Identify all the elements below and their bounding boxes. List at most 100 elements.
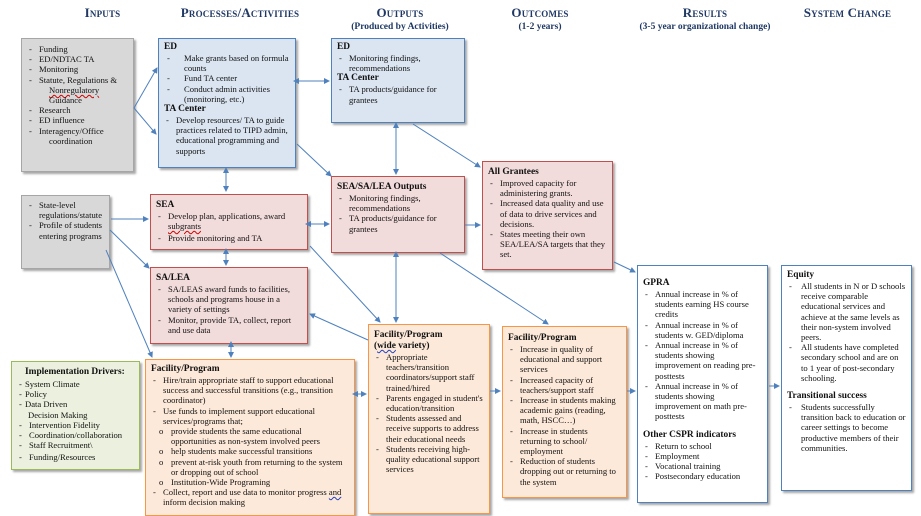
outcome-facility-box: Facility/Program Increase in quality of …	[502, 326, 627, 498]
box-title: Facility/Program	[151, 364, 220, 374]
result-item: Return to school	[643, 441, 762, 451]
process-item: SA/LEAS award funds to facilities, schoo…	[156, 284, 302, 315]
header-processes: Processes/Activities	[155, 5, 325, 21]
result-item: Annual increase in % of students earning…	[643, 289, 762, 320]
item-text: subgrants	[168, 221, 201, 232]
input-item-text: Nonregulatory	[49, 84, 100, 95]
header-title: Processes/Activities	[180, 5, 300, 20]
header-subtitle: (Produced by Activities)	[351, 22, 449, 32]
outcome-item: Increased data quality and use of data t…	[488, 198, 607, 229]
inputs-state-box: State-level regulations/statute Profile …	[21, 195, 110, 269]
input-item: ED influence	[27, 115, 128, 125]
box-subtitle: Other CSPR indicators	[643, 429, 737, 440]
box-subtitle: TA Center	[164, 104, 206, 115]
driver-item: System Climate	[17, 379, 134, 389]
item-text: Develop plan, applications, award	[168, 211, 286, 221]
input-item: State-level regulations/statute	[27, 200, 104, 220]
system-change-item: All students have completed secondary sc…	[787, 342, 906, 383]
outcome-grantees-box: All Grantees Improved capacity for admin…	[482, 161, 613, 270]
item-text: and	[328, 487, 342, 498]
title-text: (	[374, 341, 378, 351]
driver-item: Funding/Resources	[17, 452, 134, 462]
box-title: SEA/SA/LEA Outputs	[337, 182, 427, 192]
process-subitem: help students make successful transition…	[151, 446, 349, 456]
outcome-item: Reduction of students dropping out or re…	[508, 456, 621, 487]
output-item: Monitoring findings, recommendations	[337, 193, 459, 213]
header-outcomes: Outcomes (1-2 years)	[480, 5, 600, 32]
arrow-state-to-facility	[105, 249, 153, 358]
outcome-item: Increase in students making academic gai…	[508, 395, 621, 426]
outcome-item: Improved capacity for administering gran…	[488, 178, 607, 198]
output-item: Students receiving high-quality educatio…	[374, 444, 484, 475]
arrow-inputs-to-ed-bottom	[133, 107, 157, 135]
input-item: ED/NDTAC TA	[27, 54, 128, 64]
item-text: inform decision making	[163, 497, 246, 508]
result-item: Vocational training	[643, 461, 762, 471]
process-item: Make grants based on formula counts	[164, 53, 290, 73]
output-item: TA products/guidance for grantees	[337, 84, 459, 104]
output-item: TA products/guidance for grantees	[337, 213, 459, 233]
header-inputs: Inputs	[50, 5, 155, 21]
process-sea-box: SEA Develop plan, applications, awardsub…	[150, 194, 308, 250]
process-facility-box: Facility/Program Hire/train appropriate …	[145, 359, 355, 516]
header-title: Results	[682, 5, 728, 20]
arrow-sea-to-output-facility	[309, 245, 381, 323]
result-item: Annual increase in % of students w. GED/…	[643, 320, 762, 340]
box-title: ED	[164, 42, 178, 52]
input-item-cont: Nonregulatory	[27, 85, 128, 95]
process-item: Develop plan, applications, awardsubgran…	[156, 211, 302, 231]
input-item: Statute, Regulations &	[27, 75, 128, 85]
process-ed-box: ED Make grants based on formula counts F…	[158, 38, 296, 168]
output-ed-box: ED Monitoring findings, recommendations …	[331, 38, 465, 123]
process-subitem: Institution-Wide Programing	[151, 477, 349, 487]
header-title: Outputs	[376, 5, 424, 20]
input-item-cont: Guidance	[49, 95, 82, 106]
system-change-box: Equity All students in N or D schools re…	[781, 265, 912, 491]
output-item: Appropriate teachers/transition coordina…	[374, 352, 484, 393]
box-title-line2: (wide variety)	[374, 341, 484, 352]
header-title: Inputs	[84, 5, 121, 20]
input-item: Interagency/Office	[27, 126, 128, 136]
system-change-item: All students in N or D schools receive c…	[787, 281, 906, 342]
arrow-ed-to-sea-outputs	[296, 143, 332, 177]
arrow-output-facility-to-salea	[309, 313, 369, 341]
header-title: Outcomes	[511, 5, 569, 20]
process-item: Hire/train appropriate staff to support …	[151, 375, 349, 406]
driver-item: Policy	[17, 389, 134, 399]
box-title: Equity	[787, 270, 815, 280]
driver-item: Data Driven	[17, 399, 134, 409]
implementation-drivers-box: Implementation Drivers: System Climate P…	[11, 361, 140, 470]
input-item: Profile of students entering programs	[27, 220, 104, 240]
process-item: Use funds to implement support education…	[151, 406, 349, 426]
input-item: Research	[27, 105, 128, 115]
title-text: variety)	[395, 341, 430, 351]
header-outputs: Outputs (Produced by Activities)	[330, 5, 470, 32]
inputs-federal-box: Funding ED/NDTAC TA Monitoring Statute, …	[21, 38, 134, 172]
box-subtitle: Transitional success	[787, 391, 867, 402]
header-results: Results (3-5 year organizational change)	[625, 5, 785, 32]
output-sea-box: SEA/SA/LEA Outputs Monitoring findings, …	[331, 176, 465, 253]
result-item: Annual increase in % of students showing…	[643, 340, 762, 381]
output-item: Monitoring findings, recommendations	[337, 53, 459, 73]
process-item: Collect, report and use data to monitor …	[151, 487, 349, 507]
input-item: Funding	[27, 44, 128, 54]
box-title: All Grantees	[488, 167, 539, 177]
outcome-item: Increased capacity of teachers/support s…	[508, 375, 621, 395]
output-item: Students assessed and receive supports t…	[374, 413, 484, 444]
outcome-item: Increase in quality of educational and s…	[508, 344, 621, 375]
output-facility-box: Facility/Program (wide variety) Appropri…	[368, 324, 490, 514]
process-item: Provide monitoring and TA	[156, 233, 302, 243]
box-title: GPRA	[643, 278, 670, 288]
driver-item: Coordination/collaboration	[17, 430, 134, 440]
process-item: Develop resources/ TA to guide practices…	[164, 115, 290, 156]
process-item: Conduct admin activities (monitoring, et…	[164, 84, 290, 104]
arrow-inputs-to-ed-top	[133, 67, 158, 109]
driver-item-cont: Decision Making	[28, 409, 88, 420]
process-item: Monitor, provide TA, collect, report and…	[156, 315, 302, 335]
input-item-cont: coordination	[49, 135, 93, 146]
header-system-change: System Change	[780, 5, 915, 21]
process-salea-box: SA/LEA SA/LEAS award funds to facilities…	[150, 267, 308, 344]
header-subtitle: (1-2 years)	[518, 22, 562, 32]
input-item: Monitoring	[27, 64, 128, 74]
outcome-item: Increase in students returning to school…	[508, 426, 621, 457]
